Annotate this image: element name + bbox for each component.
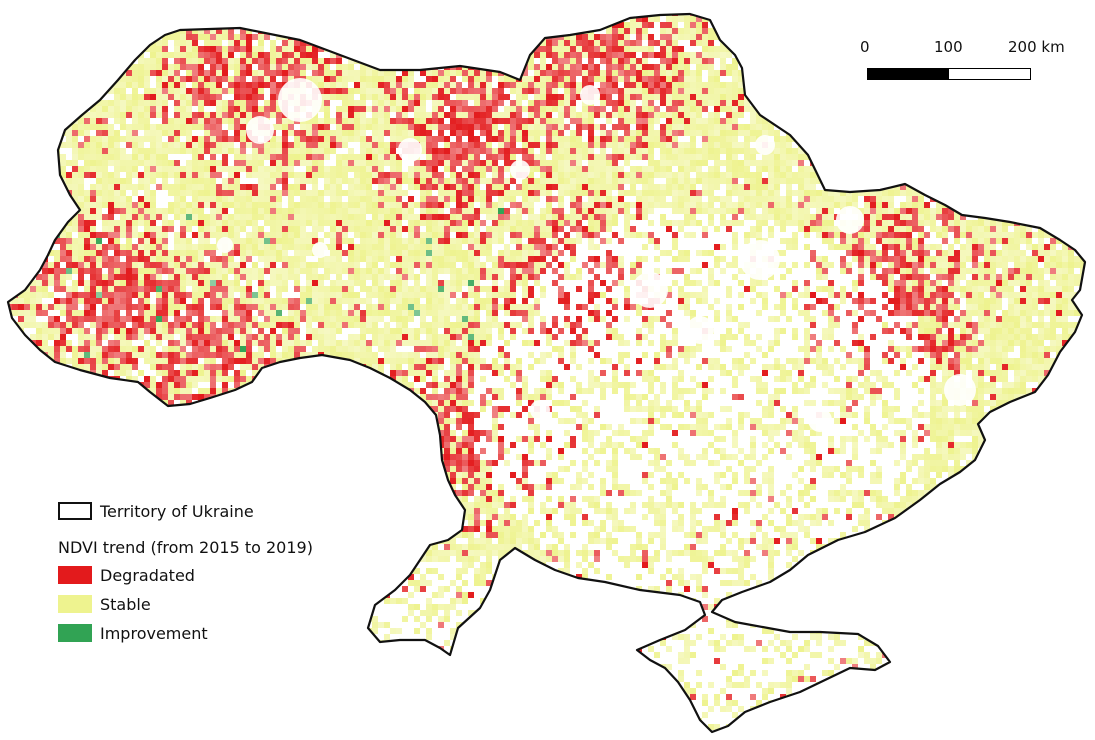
legend-swatch-degradated	[58, 566, 92, 584]
legend-swatch-improvement	[58, 624, 92, 642]
legend-title: NDVI trend (from 2015 to 2019)	[58, 538, 313, 557]
legend-label-improvement: Improvement	[100, 623, 208, 643]
map-legend: Territory of Ukraine NDVI trend (from 20…	[58, 498, 378, 658]
legend-boundary-label: Territory of Ukraine	[100, 501, 254, 521]
legend-label-stable: Stable	[100, 594, 151, 614]
scale-label-100: 100	[934, 38, 963, 56]
ukraine-boundary	[6, 12, 1087, 734]
scale-label-200: 200 km	[1008, 38, 1065, 56]
scale-bar-white-segment	[948, 68, 1031, 80]
legend-item-improvement: Improvement	[58, 622, 208, 644]
scale-bar: 0 100 200 km	[860, 38, 1065, 88]
no-data-areas	[217, 78, 976, 432]
scale-label-0: 0	[860, 38, 870, 56]
legend-boundary-row: Territory of Ukraine	[58, 500, 254, 522]
scale-bar-black-segment	[867, 68, 949, 80]
legend-swatch-stable	[58, 595, 92, 613]
legend-label-degradated: Degradated	[100, 565, 195, 585]
legend-item-degradated: Degradated	[58, 564, 195, 586]
legend-item-stable: Stable	[58, 593, 151, 615]
legend-boundary-swatch	[58, 502, 92, 520]
